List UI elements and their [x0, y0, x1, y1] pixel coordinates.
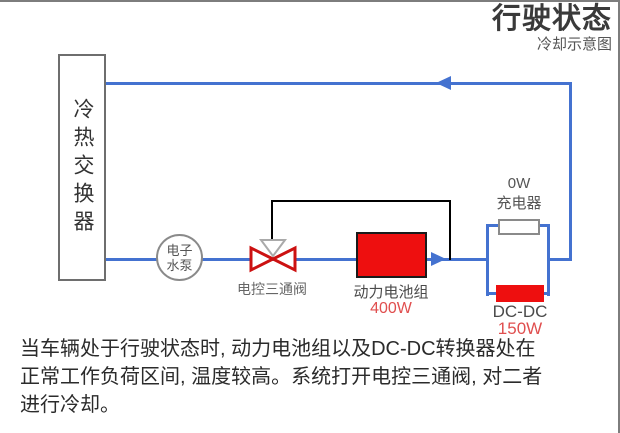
- charger-box: [498, 219, 540, 235]
- pipe-right-riser: [569, 82, 572, 261]
- description-line-3: 进行冷却。: [20, 394, 120, 416]
- heat-exchanger-label: 冷热交换器: [71, 97, 94, 238]
- flow-arrow-left-icon: [436, 76, 451, 90]
- pipe-loop-bottom-right-stub: [541, 292, 550, 295]
- charger-label: 充电器: [496, 195, 542, 212]
- bypass-line-top: [271, 200, 451, 202]
- water-pump-label-line2: 水泵: [166, 257, 193, 273]
- battery-pack-box: [356, 232, 427, 278]
- dcdc-box: [496, 285, 544, 302]
- three-way-valve-label: 电控三通阀: [237, 281, 307, 297]
- charger-power: 0W: [507, 175, 531, 192]
- description-line-1: 当车辆处于行驶状态时, 动力电池组以及DC-DC转换器处在: [20, 338, 536, 360]
- battery-pack-power: 400W: [370, 300, 412, 317]
- pipe-loop-top-left-stub: [486, 224, 500, 227]
- description-text: 当车辆处于行驶状态时, 动力电池组以及DC-DC转换器处在 正常工作负荷区间, …: [20, 335, 612, 419]
- description-line-2: 正常工作负荷区间, 温度较高。系统打开电控三通阀, 对二者: [20, 366, 543, 388]
- battery-pack-caption: 动力电池组 400W: [341, 285, 441, 317]
- battery-pack-label: 动力电池组: [353, 284, 429, 301]
- bypass-line-right: [449, 200, 451, 260]
- water-pump: 电子 水泵: [156, 234, 203, 281]
- page-subtitle: 冷却示意图: [536, 36, 612, 53]
- pipe-loop-left: [486, 224, 489, 296]
- dcdc-caption: DC-DC 150W: [482, 303, 558, 337]
- flow-arrow-right-icon: [431, 252, 446, 266]
- pipe-loop-top-right-stub: [539, 224, 550, 227]
- pipe-loop-exit-stub: [547, 258, 572, 261]
- pipe-loop-bottom-left-stub: [486, 292, 500, 295]
- pipe-top-return: [106, 82, 572, 85]
- charger-caption: 0W 充电器: [484, 174, 554, 214]
- pipe-main-supply: [106, 258, 488, 261]
- bypass-line-stem: [271, 200, 273, 241]
- heat-exchanger-box: 冷热交换器: [58, 54, 106, 281]
- page-title: 行驶状态: [491, 3, 612, 35]
- dcdc-label: DC-DC: [492, 302, 548, 321]
- three-way-valve-icon: [249, 239, 297, 273]
- dcdc-power: 150W: [497, 319, 543, 338]
- water-pump-label-line1: 电子: [166, 242, 193, 258]
- header: 行驶状态 冷却示意图: [492, 3, 612, 53]
